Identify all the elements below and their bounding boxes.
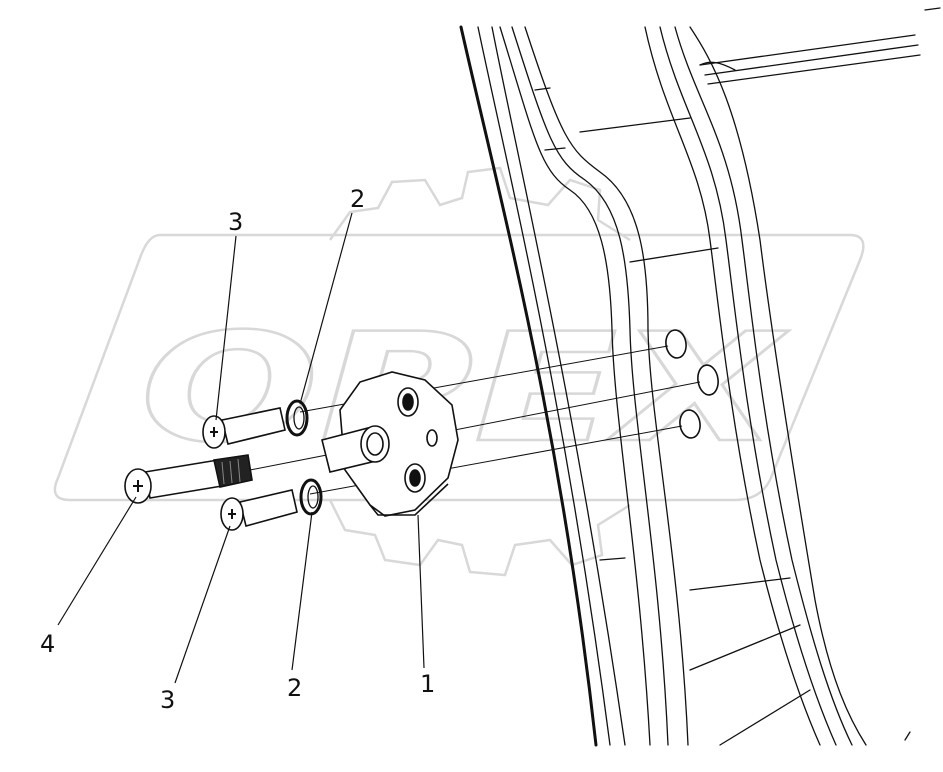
- mounting-hole: [697, 364, 719, 396]
- mounting-hole: [679, 409, 701, 439]
- leader-line-2-bottom: [291, 511, 313, 671]
- washers: [285, 399, 323, 516]
- striker-plate: [321, 371, 459, 517]
- leader-lines: [57, 212, 425, 684]
- washer-bottom: [299, 478, 323, 516]
- callout-4: 4: [40, 630, 55, 658]
- callout-1: 1: [420, 670, 435, 698]
- screw-top: [202, 407, 286, 449]
- watermark-logo: OPEX: [53, 166, 865, 577]
- watermark-oval-outline: [53, 233, 865, 502]
- callouts: 3 2 4 3 2 1: [40, 185, 435, 714]
- screws: [202, 407, 298, 531]
- leader-line-4: [57, 496, 137, 626]
- callout-2-top: 2: [350, 185, 365, 213]
- mounting-holes: [665, 329, 719, 439]
- washer-top: [285, 399, 309, 437]
- striker-plate-body: [339, 371, 459, 517]
- striker-plate-small-hole: [426, 429, 438, 447]
- watermark-gear-outline: [328, 166, 631, 577]
- striker-pin: [124, 454, 253, 504]
- door-pillar: [459, 7, 941, 747]
- callout-2-bottom: 2: [287, 674, 302, 702]
- leader-line-3-top: [215, 235, 237, 421]
- leader-line-2-top: [299, 212, 353, 405]
- screw-bottom: [220, 489, 298, 531]
- leader-line-3-bottom: [174, 525, 231, 684]
- callout-3-top: 3: [228, 208, 243, 236]
- watermark-text: OPEX: [140, 302, 789, 476]
- leader-line-1: [417, 514, 425, 669]
- mounting-hole: [665, 329, 687, 359]
- callout-3-bottom: 3: [160, 686, 175, 714]
